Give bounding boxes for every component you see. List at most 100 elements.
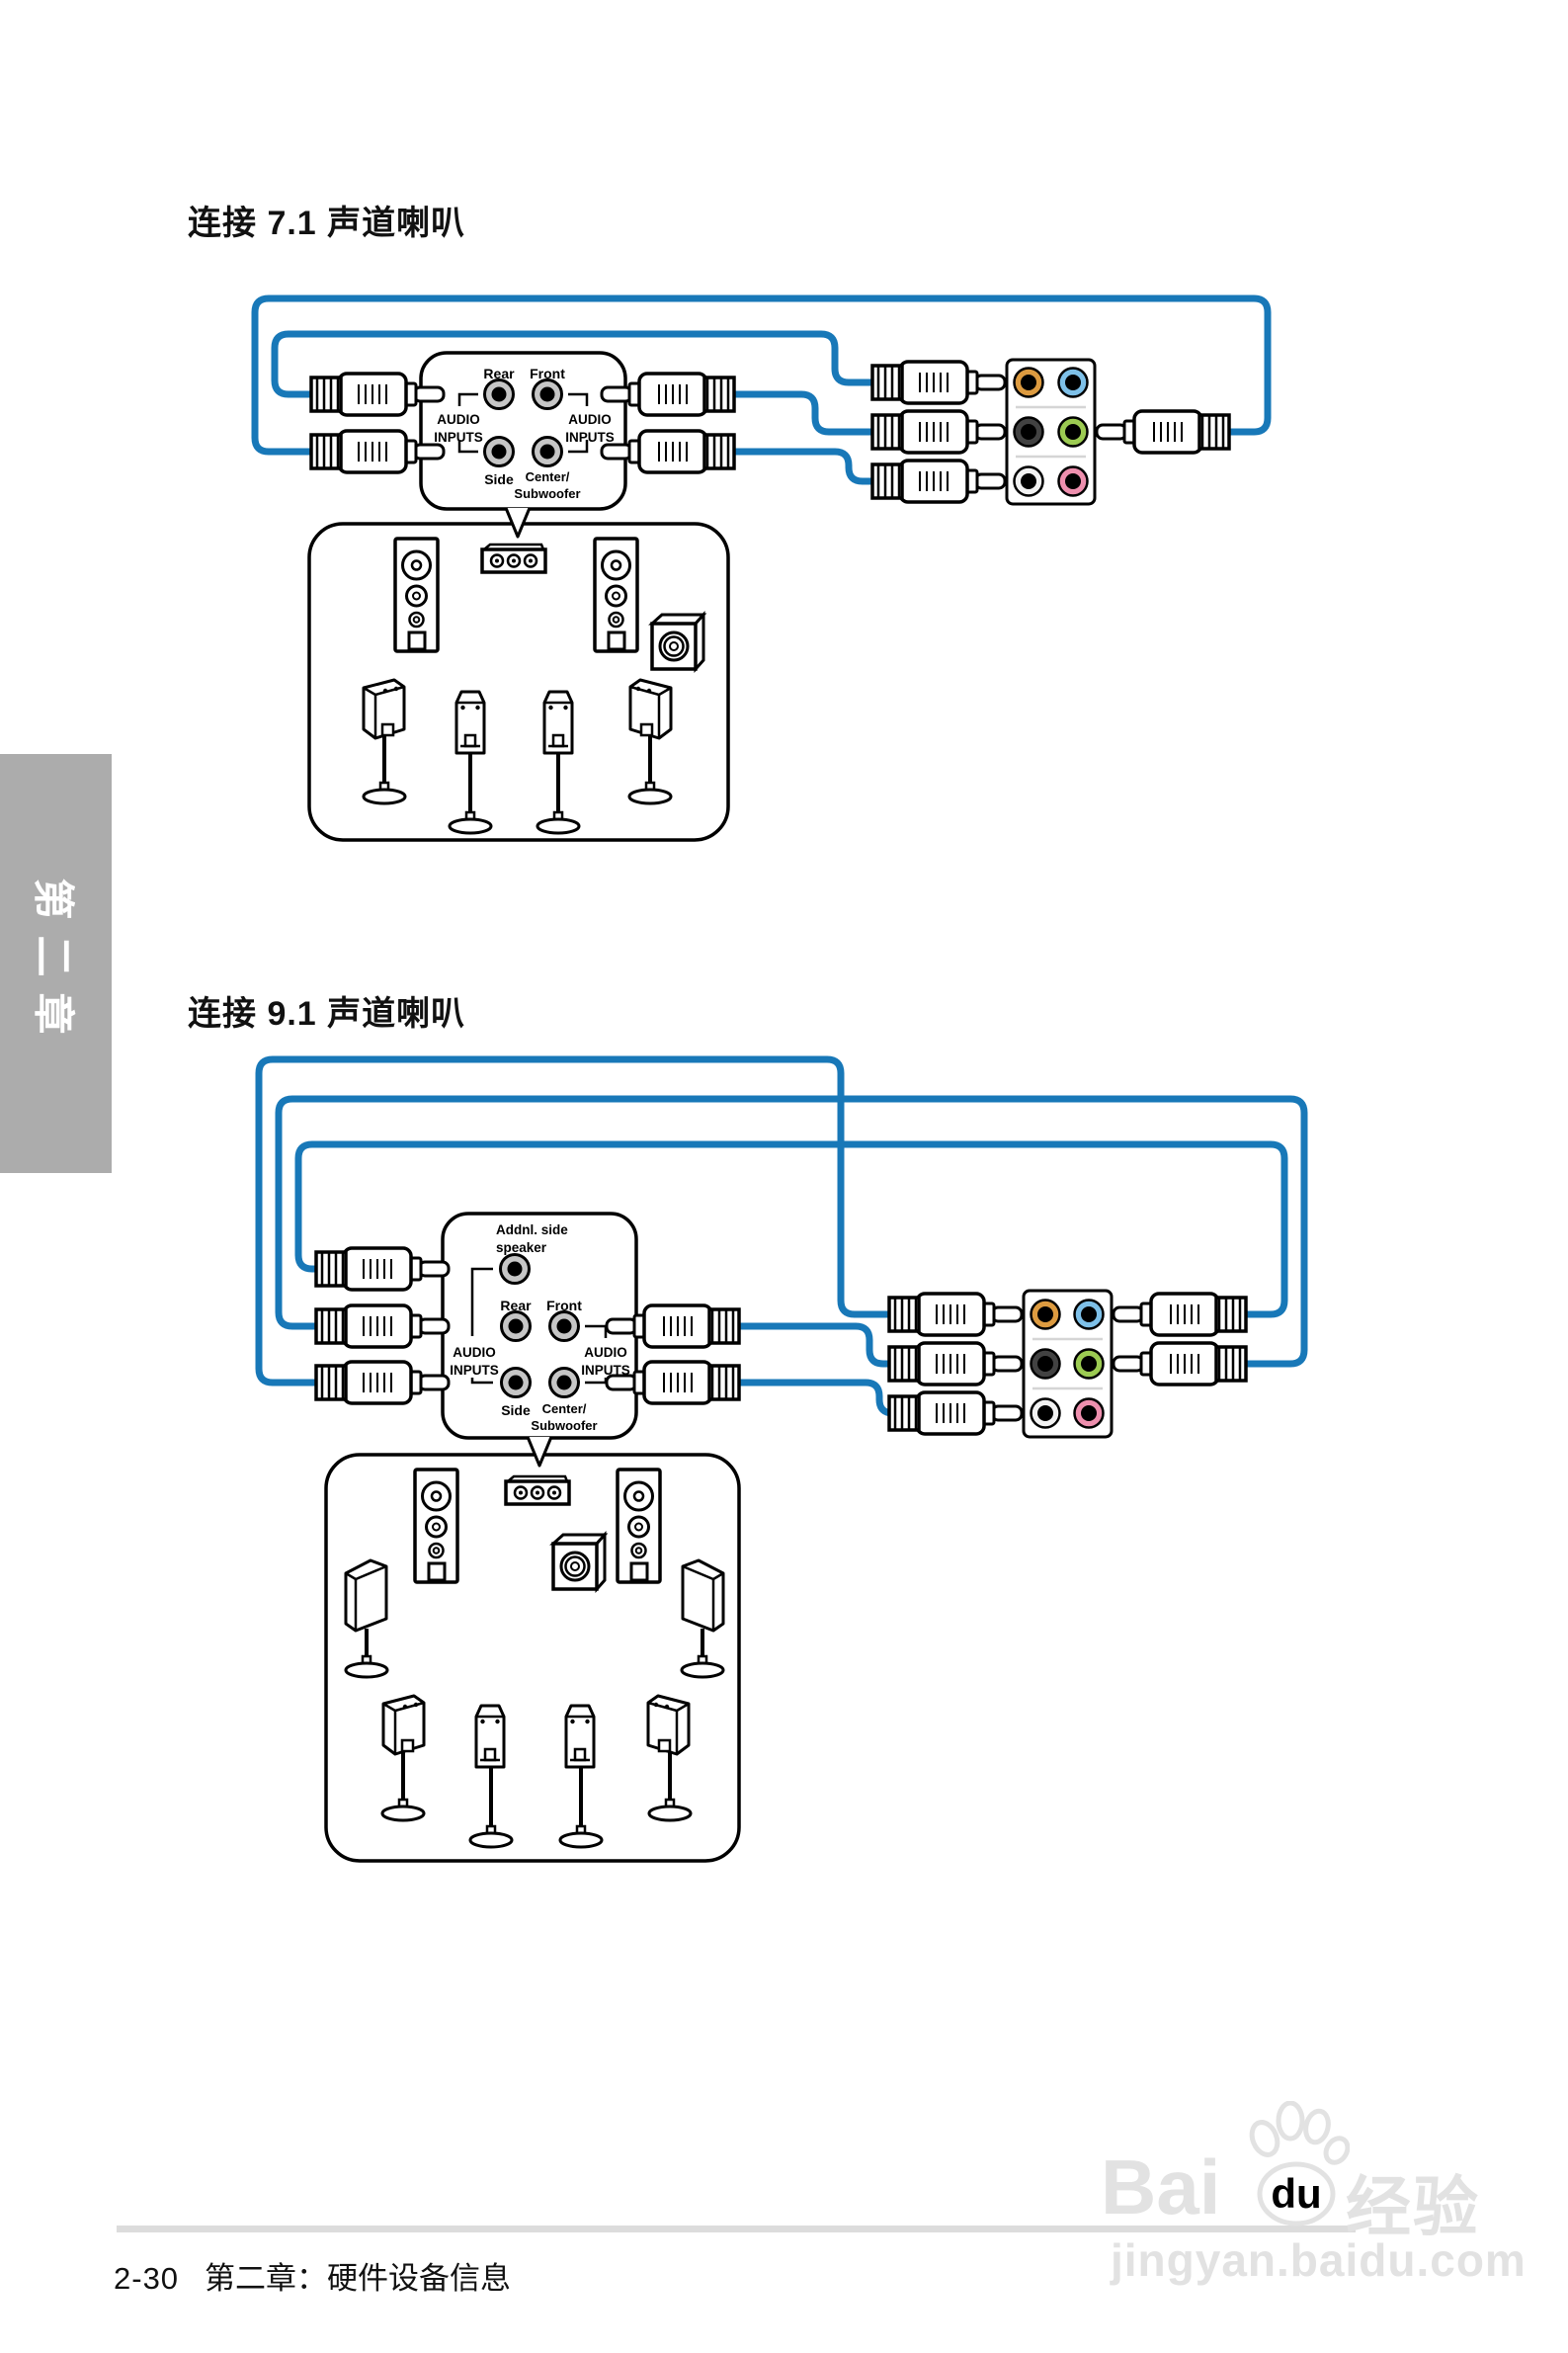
- audio-inputs-label-right-2: INPUTS: [565, 430, 615, 445]
- front-label: Front: [546, 1298, 582, 1313]
- cable: [739, 1379, 897, 1417]
- chapter-side-tab: 第二章: [0, 754, 112, 1173]
- center-label-1: Center/: [526, 469, 570, 484]
- watermark-site-url: jingyan.baidu.com: [1111, 2234, 1527, 2286]
- audio-cables-71: [251, 294, 1272, 485]
- section-title-71: 连接 7.1 声道喇叭: [188, 205, 466, 242]
- diagram-91-channel: Addnl. side speaker Rear Front Side Cent…: [255, 1055, 1308, 1863]
- audio-plug: [870, 360, 1007, 405]
- front-left-tower-speaker: [413, 1468, 459, 1584]
- cable: [728, 448, 878, 485]
- center-subwoofer-input-jack: [532, 436, 563, 467]
- front-left-tower-speaker: [393, 537, 440, 653]
- side-input-jack: [500, 1367, 532, 1398]
- page-number: 2-30: [114, 2261, 180, 2296]
- gray-jack: [1013, 416, 1044, 448]
- audio-plug: [314, 1303, 451, 1349]
- audio-plug: [870, 409, 1007, 455]
- addnl-label-1: Addnl. side: [496, 1222, 568, 1237]
- orange-jack: [1013, 367, 1044, 398]
- side-left-speaker: [344, 1558, 388, 1633]
- watermark-paw-text: du: [1271, 2170, 1321, 2217]
- rear-input-jack: [500, 1310, 532, 1342]
- motherboard-audio-panel-91: [1022, 1289, 1114, 1439]
- green-jack: [1057, 416, 1089, 448]
- rear-right-satellite-speaker: [564, 1704, 596, 1769]
- side-input-jack: [483, 436, 515, 467]
- section-title-91: 连接 9.1 声道喇叭: [188, 995, 466, 1033]
- front-right-tower-speaker: [616, 1468, 662, 1584]
- pointer-notch: [504, 507, 532, 539]
- lightblue-jack: [1073, 1299, 1105, 1330]
- subwoofer: [650, 613, 705, 671]
- side-left-satellite-speaker: [362, 678, 406, 740]
- rear-label: Rear: [500, 1298, 532, 1313]
- audio-plug: [314, 1360, 451, 1405]
- audio-plug: [314, 1246, 451, 1292]
- center-speaker: [480, 543, 547, 574]
- cable: [728, 390, 878, 436]
- front-input-jack: [548, 1310, 580, 1342]
- audio-inputs-label-right-2: INPUTS: [581, 1363, 630, 1378]
- cable: [271, 330, 878, 398]
- side-label: Side: [501, 1402, 531, 1418]
- cable: [294, 1140, 1288, 1318]
- front-label: Front: [530, 366, 565, 381]
- rear-left-satellite-speaker: [454, 690, 486, 755]
- audio-inputs-label-left-2: INPUTS: [434, 430, 483, 445]
- addnl-side-input-jack: [499, 1253, 531, 1285]
- side-right-speaker: [681, 1558, 725, 1633]
- audio-inputs-label-left-1: AUDIO: [437, 412, 480, 427]
- audio-plug: [1095, 409, 1231, 455]
- subwoofer: [551, 1533, 607, 1591]
- baidu-paw-icon: du: [1249, 2101, 1350, 2227]
- side-right-satellite-speaker: [628, 678, 673, 740]
- center-label-1: Center/: [542, 1401, 587, 1416]
- cable: [255, 1055, 894, 1387]
- audio-plug: [1112, 1292, 1248, 1337]
- center-speaker: [504, 1474, 571, 1506]
- pointer-notch: [526, 1436, 553, 1468]
- watermark-brand-prefix: Bai: [1101, 2143, 1221, 2230]
- footer-divider: [117, 2226, 1356, 2232]
- diagram-71-channel: Rear Front Side Center/ Subwoofer AUDIO …: [251, 294, 1272, 842]
- cable: [275, 1095, 1308, 1368]
- orange-jack: [1030, 1299, 1061, 1330]
- white-jack: [1013, 465, 1044, 497]
- rear-left-satellite-speaker: [474, 1704, 506, 1769]
- green-jack: [1073, 1348, 1105, 1380]
- audio-plug: [870, 459, 1007, 504]
- rear-label: Rear: [483, 366, 515, 381]
- speaker-layout-71: [307, 522, 730, 842]
- front-right-tower-speaker: [593, 537, 639, 653]
- audio-inputs-label-left-1: AUDIO: [453, 1345, 496, 1360]
- chapter-info: 第二章：硬件设备信息: [205, 2261, 512, 2296]
- watermark-brand-suffix: 经验: [1346, 2170, 1480, 2243]
- audio-plug: [1112, 1341, 1248, 1387]
- addnl-side-right-speaker: [646, 1694, 691, 1756]
- audio-plug: [887, 1292, 1024, 1337]
- addnl-side-left-speaker: [381, 1694, 426, 1756]
- chapter-tab-label: 第二章: [30, 877, 77, 1050]
- cable: [251, 294, 1272, 456]
- center-label-2: Subwoofer: [514, 486, 580, 501]
- audio-plug: [887, 1341, 1024, 1387]
- audio-inputs-label-right-1: AUDIO: [584, 1345, 627, 1360]
- side-label: Side: [484, 471, 514, 487]
- white-jack: [1030, 1397, 1061, 1429]
- rear-input-jack: [483, 378, 515, 410]
- motherboard-audio-panel-71: [1005, 358, 1097, 506]
- audio-inputs-label-left-2: INPUTS: [450, 1363, 499, 1378]
- gray-jack: [1030, 1348, 1061, 1380]
- addnl-label-2: speaker: [496, 1240, 547, 1255]
- front-input-jack: [532, 378, 563, 410]
- cable: [739, 1322, 894, 1368]
- pink-jack: [1073, 1397, 1105, 1429]
- center-subwoofer-input-jack: [548, 1367, 580, 1398]
- audio-inputs-box-71: Rear Front Side Center/ Subwoofer AUDIO …: [419, 351, 627, 539]
- pink-jack: [1057, 465, 1089, 497]
- audio-inputs-label-right-1: AUDIO: [568, 412, 612, 427]
- speaker-layout-91: [324, 1453, 741, 1863]
- center-label-2: Subwoofer: [531, 1418, 597, 1433]
